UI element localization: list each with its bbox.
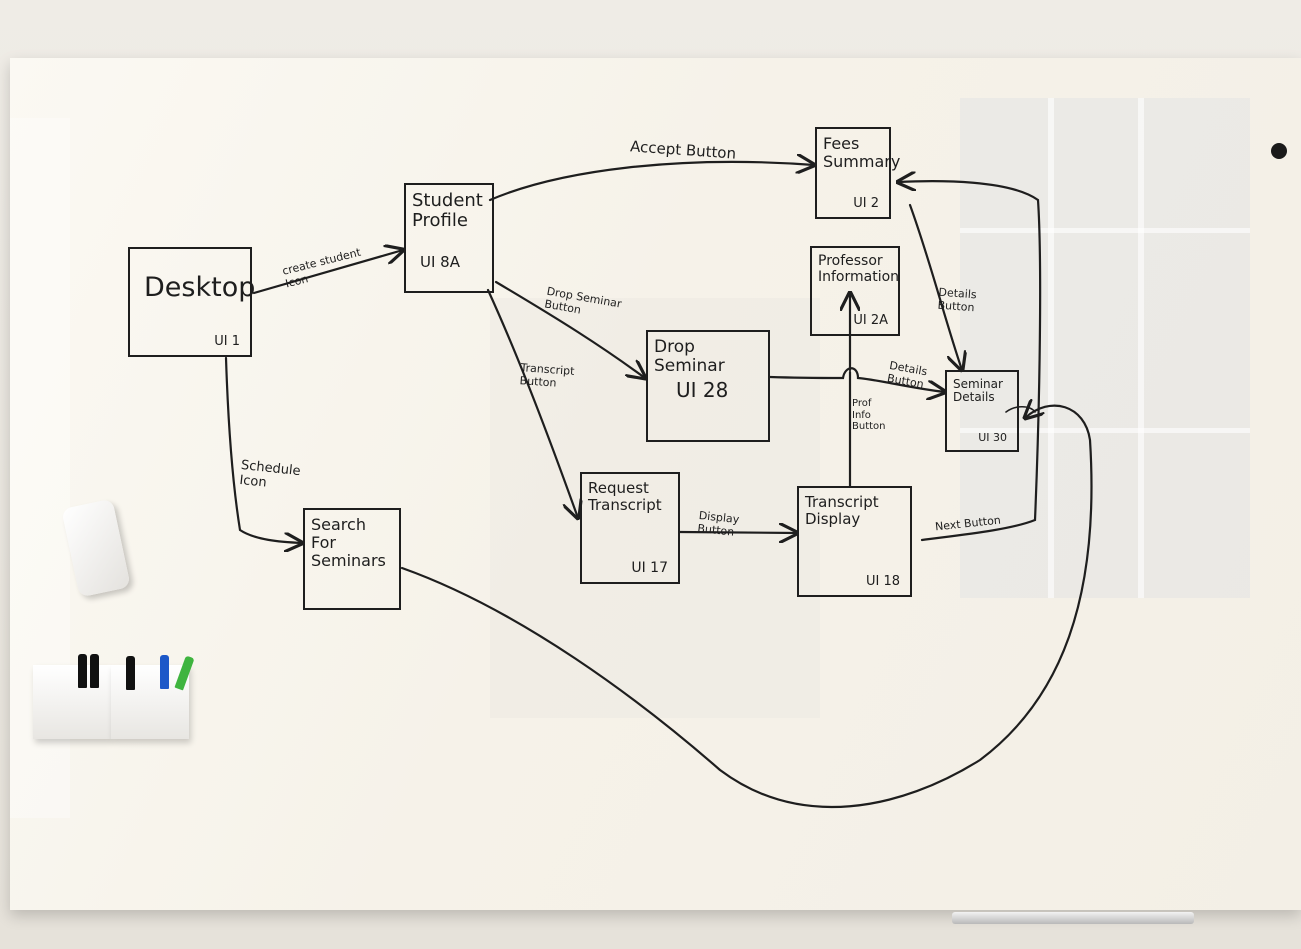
- node-professor-information: Professor Information UI 2A: [810, 246, 900, 336]
- label-details-button-top: Details Button: [937, 285, 978, 314]
- marker-cup-right: [111, 665, 189, 739]
- black-marker: [126, 656, 135, 690]
- blue-marker: [160, 655, 169, 689]
- node-student-profile: Student Profile UI 8A: [404, 183, 494, 293]
- label-display-button: Display Button: [696, 508, 740, 539]
- node-title: Drop Seminar: [654, 337, 725, 377]
- node-title: Search For Seminars: [311, 515, 386, 570]
- node-title: Fees Summary: [823, 134, 901, 171]
- node-ui-id: UI 30: [978, 431, 1007, 444]
- node-seminar-details: Seminar Details UI 30: [945, 370, 1019, 452]
- node-search-for-seminars: Search For Seminars: [303, 508, 401, 610]
- node-drop-seminar: Drop Seminar UI 28: [646, 330, 770, 442]
- marker-cup-left: [33, 665, 111, 739]
- board-mount-pin: [1271, 143, 1287, 159]
- label-schedule-icon: Schedule Icon: [238, 457, 302, 491]
- node-ui-id: UI 1: [214, 334, 240, 349]
- marker-tray-rail: [952, 912, 1194, 924]
- node-request-transcript: Request Transcript UI 17: [580, 472, 680, 584]
- node-ui-id: UI 18: [865, 574, 900, 589]
- node-title: Desktop: [144, 272, 256, 303]
- node-title: Seminar Details: [953, 377, 1003, 405]
- node-transcript-display: Transcript Display UI 18: [797, 486, 912, 597]
- node-title: Transcript Display: [805, 493, 879, 528]
- node-title: Request Transcript: [588, 479, 662, 514]
- node-ui-id: UI 2: [853, 196, 879, 211]
- node-title: Professor Information: [818, 253, 900, 285]
- node-title: Student Profile: [412, 190, 483, 232]
- black-marker: [78, 654, 87, 688]
- node-ui-id: UI 28: [676, 378, 729, 402]
- node-desktop: Desktop UI 1: [128, 247, 256, 357]
- label-prof-info-button: Prof Info Button: [852, 398, 886, 432]
- node-ui-id: UI 2A: [853, 313, 888, 328]
- node-ui-id: UI 8A: [420, 253, 460, 271]
- node-ui-id: UI 17: [631, 560, 668, 576]
- black-marker: [90, 654, 99, 688]
- label-transcript-button: Transcript Button: [519, 361, 575, 390]
- node-fees-summary: Fees Summary UI 2: [815, 127, 901, 219]
